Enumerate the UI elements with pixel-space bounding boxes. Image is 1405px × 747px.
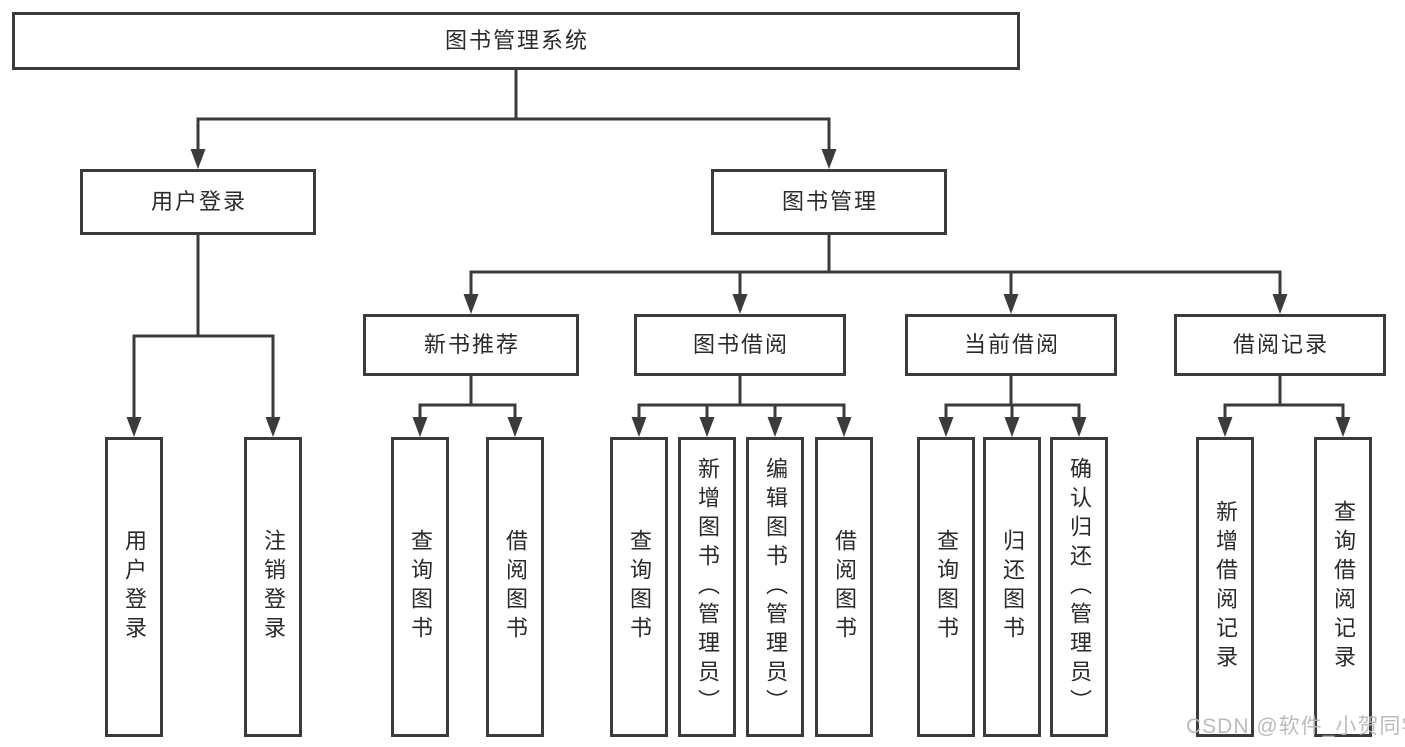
node-label: 新书推荐 <box>423 332 520 357</box>
leaf-query-borrow-record: 查询借阅记录 <box>1314 437 1372 737</box>
leaf-query-books: 查询图书 <box>391 437 449 737</box>
node-new-book-recommend: 新书推荐 <box>363 314 579 376</box>
node-label: 借阅图书 <box>832 529 857 645</box>
leaf-confirm-return-admin: 确认归还（管理员） <box>1050 437 1108 737</box>
node-borrow-records: 借阅记录 <box>1174 314 1386 376</box>
node-label: 当前借阅 <box>963 332 1060 357</box>
node-label: 图书管理系统 <box>444 28 589 53</box>
leaf-return-books: 归还图书 <box>983 437 1041 737</box>
node-label: 查询借阅记录 <box>1331 500 1356 674</box>
arrow-down-icons <box>126 149 1351 437</box>
node-label: 新增图书（管理员） <box>695 456 720 718</box>
node-user-login: 用户登录 <box>80 169 316 235</box>
leaf-add-book-admin: 新增图书（管理员） <box>678 437 736 737</box>
leaf-query-books: 查询图书 <box>917 437 975 737</box>
leaf-query-books: 查询图书 <box>610 437 668 737</box>
leaf-borrow-books: 借阅图书 <box>486 437 544 737</box>
leaf-user-login: 用户登录 <box>105 437 163 737</box>
leaf-borrow-books: 借阅图书 <box>815 437 873 737</box>
node-label: 借阅图书 <box>503 529 528 645</box>
leaf-add-borrow-record: 新增借阅记录 <box>1196 437 1254 737</box>
node-current-borrow: 当前借阅 <box>905 314 1117 376</box>
node-label: 编辑图书（管理员） <box>763 456 788 718</box>
node-label: 图书管理 <box>781 189 878 214</box>
node-label: 归还图书 <box>1000 529 1025 645</box>
node-label: 确认归还（管理员） <box>1067 456 1092 718</box>
connector-lines <box>132 68 1345 421</box>
node-label: 用户登录 <box>122 529 147 645</box>
node-label: 查询图书 <box>408 529 433 645</box>
leaf-edit-book-admin: 编辑图书（管理员） <box>746 437 804 737</box>
node-book-borrow: 图书借阅 <box>634 314 846 376</box>
node-label: 借阅记录 <box>1232 332 1329 357</box>
node-label: 查询图书 <box>934 529 959 645</box>
node-label: 注销登录 <box>261 529 286 645</box>
node-label: 用户登录 <box>150 189 247 214</box>
csdn-watermark: CSDN @软件_小贺同学 <box>1186 715 1405 738</box>
node-label: 查询图书 <box>627 529 652 645</box>
node-label: 新增借阅记录 <box>1213 500 1238 674</box>
node-label: 图书借阅 <box>692 332 789 357</box>
leaf-logout: 注销登录 <box>244 437 302 737</box>
node-book-management: 图书管理 <box>711 169 947 235</box>
node-root-library-system: 图书管理系统 <box>12 12 1020 70</box>
